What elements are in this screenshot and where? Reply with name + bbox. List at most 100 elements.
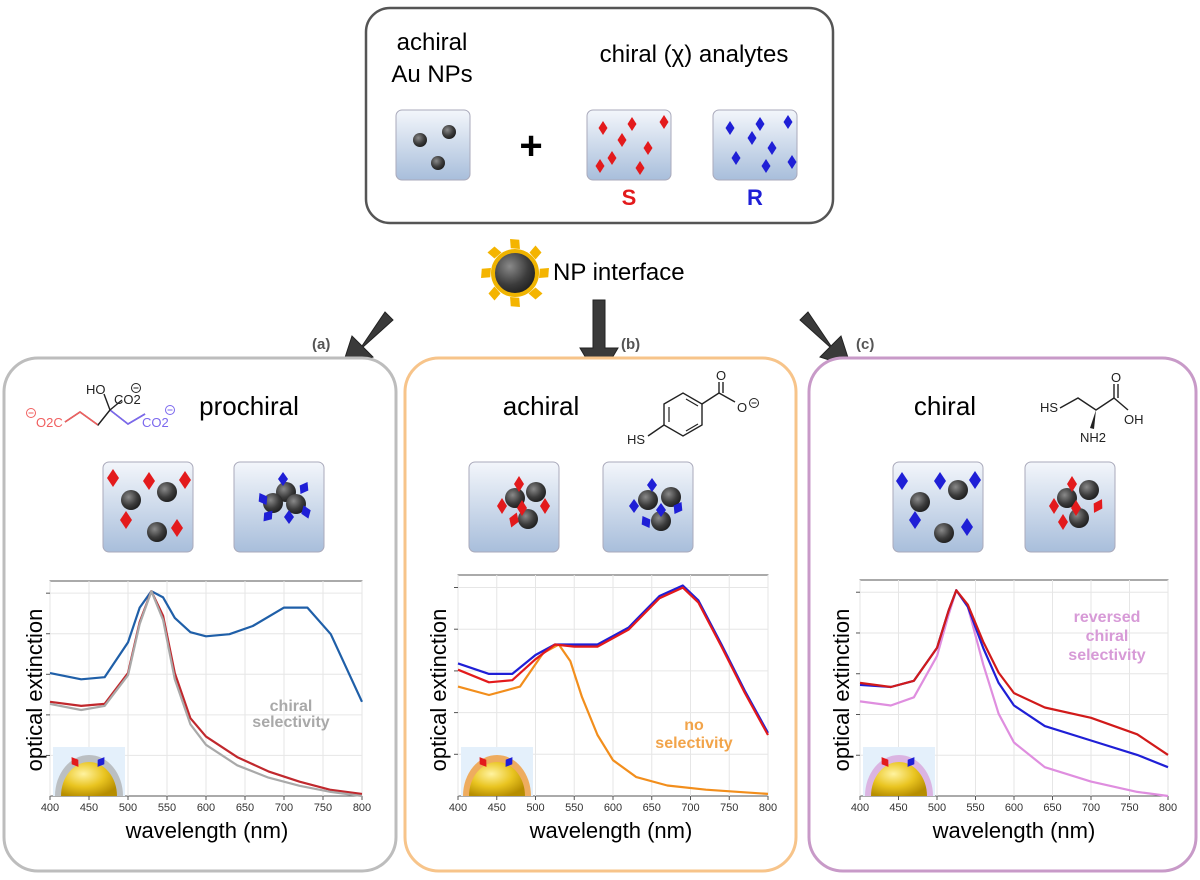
enantiomer-diamond — [299, 481, 309, 495]
beaker-s-enantiomer — [586, 109, 672, 181]
enantiomer-diamond — [673, 501, 683, 515]
molecule-oh-label: OH — [1124, 412, 1144, 427]
enantiomer-diamond — [1071, 500, 1081, 516]
panel-b-annotation: no selectivity — [655, 717, 732, 752]
molecule-o-minus-label: O — [737, 400, 747, 415]
series-line — [457, 586, 769, 736]
panel-a-annotation: chiral selectivity — [252, 698, 329, 731]
molecule-ho-label: HO — [86, 382, 106, 397]
x-tick-label: 750 — [1120, 802, 1138, 814]
enantiomer-diamond — [1067, 476, 1077, 492]
enantiomer-diamond — [1058, 514, 1068, 530]
analytes-label: chiral (χ) analytes — [600, 41, 789, 68]
enantiomer-diamond — [881, 757, 889, 767]
x-tick-label: 500 — [119, 802, 137, 814]
enantiomer-diamond — [896, 472, 908, 490]
enantiomer-diamond — [179, 471, 191, 489]
x-tick-label: 500 — [526, 802, 544, 814]
enantiomer-diamond — [783, 115, 793, 129]
nanoparticle — [121, 490, 141, 510]
enantiomer-diamond — [909, 511, 921, 529]
panel-b-letter: (b) — [621, 336, 640, 353]
annotation-line: selectivity — [252, 714, 329, 731]
x-tick-label: 550 — [966, 802, 984, 814]
enantiomer-diamond — [761, 159, 771, 173]
panel-c-letter: (c) — [856, 336, 874, 353]
enantiomer-diamond — [635, 161, 645, 175]
x-tick-label: 800 — [1159, 802, 1177, 814]
x-tick-label: 450 — [80, 802, 98, 814]
enantiomer-diamond — [97, 757, 105, 767]
enantiomer-diamond — [278, 472, 288, 486]
enantiomer-diamond — [725, 121, 735, 135]
annotation-line: reversed — [1074, 609, 1141, 626]
panel-c-xlabel: wavelength (nm) — [932, 818, 1096, 843]
annotation-line: selectivity — [655, 735, 732, 752]
panel-a-heading: prochiral — [199, 391, 299, 421]
np-interface-label: NP interface — [553, 259, 685, 286]
nanoparticle — [651, 511, 671, 531]
nanoparticle — [505, 488, 525, 508]
enantiomer-diamond — [263, 510, 273, 522]
x-tick-label: 650 — [1043, 802, 1061, 814]
enantiomer-diamond — [607, 151, 617, 165]
enantiomer-diamond — [107, 469, 119, 487]
enantiomer-diamond — [747, 131, 757, 145]
x-tick-label: 500 — [928, 802, 946, 814]
r-label: R — [747, 185, 763, 210]
enantiomer-diamond — [647, 478, 657, 492]
s-enantiomer-diamonds — [595, 115, 669, 175]
nanoparticle — [661, 487, 681, 507]
molecule-co2-right-label: CO2 — [142, 415, 169, 430]
enantiomer-diamond — [1093, 499, 1103, 513]
x-tick-label: 700 — [1082, 802, 1100, 814]
enantiomer-diamond — [961, 518, 973, 536]
enantiomer-diamond — [598, 121, 608, 135]
molecule-o-top-label: O — [716, 368, 726, 383]
enantiomer-diamond — [617, 133, 627, 147]
molecule-nh2-label: NH2 — [1080, 430, 1106, 445]
enantiomer-diamond — [120, 511, 132, 529]
enantiomer-diamond — [497, 498, 507, 514]
nanoparticle — [1069, 508, 1089, 528]
x-tick-label: 400 — [851, 802, 869, 814]
enantiomer-diamond — [540, 498, 550, 514]
np-label-line2: Au NPs — [391, 61, 472, 88]
nanoparticle — [431, 156, 445, 170]
s-label: S — [622, 185, 637, 210]
enantiomer-diamond — [284, 510, 294, 524]
nanoparticle — [1079, 480, 1099, 500]
np-interface-icon — [481, 239, 549, 307]
series-line — [49, 590, 363, 798]
annotation-line: chiral — [1086, 628, 1129, 645]
cysteine-molecule: HS O OH NH2 — [1040, 370, 1144, 445]
sun-ray — [488, 286, 501, 301]
x-tick-label: 400 — [41, 802, 59, 814]
enantiomer-diamond — [509, 512, 519, 528]
x-tick-label: 400 — [449, 802, 467, 814]
series-line — [49, 590, 363, 796]
panel-c-ylabel: optical extinction — [829, 609, 854, 772]
x-tick-label: 700 — [681, 802, 699, 814]
beaker-nanoparticles — [395, 109, 471, 181]
x-tick-label: 800 — [353, 802, 371, 814]
enantiomer-diamond — [934, 472, 946, 490]
molecule-o2c-label: O2C — [36, 415, 63, 430]
gold-np-inset-icon — [863, 747, 935, 796]
enantiomer-diamond — [143, 472, 155, 490]
inset-gold-core — [61, 762, 117, 796]
series-line — [457, 643, 769, 795]
enantiomer-diamond — [301, 505, 311, 519]
enantiomer-diamond — [258, 492, 268, 506]
sun-ray — [510, 297, 520, 307]
panel-b-heading: achiral — [503, 391, 580, 421]
enantiomer-diamond — [907, 757, 915, 767]
nanoparticle — [442, 125, 456, 139]
np-label-line1: achiral — [397, 29, 468, 56]
nanoparticle — [526, 482, 546, 502]
sun-ray — [481, 268, 491, 278]
panel-b-xlabel: wavelength (nm) — [529, 818, 693, 843]
x-tick-label: 750 — [314, 802, 332, 814]
